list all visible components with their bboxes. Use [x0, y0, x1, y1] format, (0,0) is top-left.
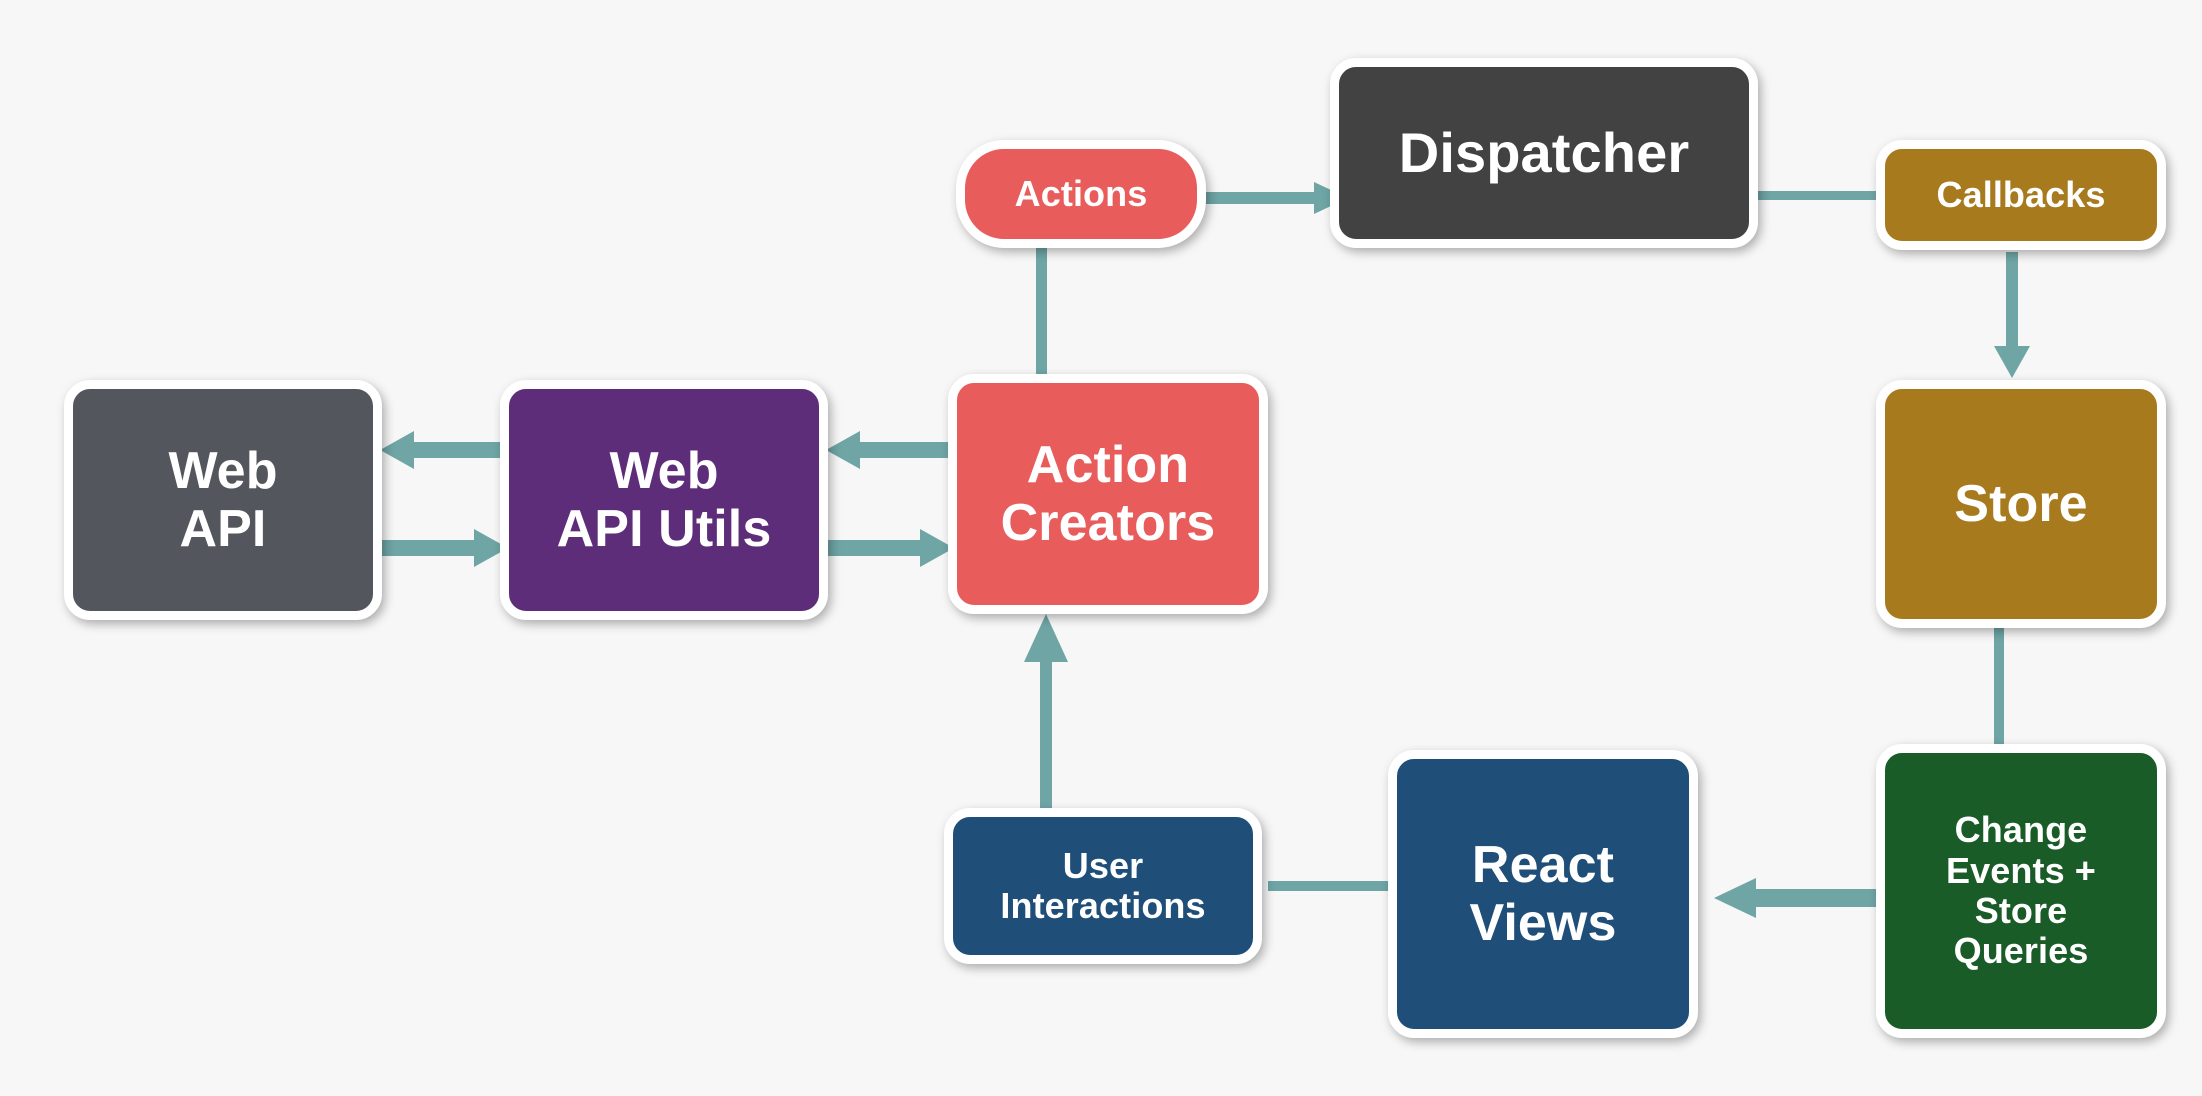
node-change-events-store-queries-label: Change Events + Store Queries — [1946, 809, 2096, 972]
connector-change-events-to-react-views — [1708, 868, 1876, 928]
node-store[interactable]: Store — [1876, 380, 2166, 628]
node-react-views[interactable]: React Views — [1388, 750, 1698, 1038]
node-store-label: Store — [1954, 474, 2088, 533]
connector-store-to-change-events — [1990, 628, 2014, 748]
node-user-interactions-label: User Interactions — [1000, 844, 1206, 926]
node-web-api[interactable]: Web API — [64, 380, 382, 620]
node-callbacks-label: Callbacks — [1936, 173, 2106, 215]
node-action-creators-label: Action Creators — [1000, 435, 1216, 552]
node-web-api-utils-label: Web API Utils — [556, 441, 772, 558]
connector-actions-to-action-creators — [1032, 248, 1056, 384]
node-user-interactions[interactable]: User Interactions — [944, 808, 1262, 964]
node-change-events-store-queries[interactable]: Change Events + Store Queries — [1876, 744, 2166, 1038]
node-dispatcher[interactable]: Dispatcher — [1330, 58, 1758, 248]
node-dispatcher-label: Dispatcher — [1398, 120, 1690, 184]
node-action-creators[interactable]: Action Creators — [948, 374, 1268, 614]
connector-actions-to-dispatcher — [1202, 178, 1352, 218]
node-actions[interactable]: Actions — [956, 140, 1206, 248]
node-react-views-label: React Views — [1469, 835, 1617, 952]
node-web-api-label: Web API — [168, 441, 278, 558]
connector-web-api-utils-to-action-creators — [824, 524, 956, 572]
connector-react-views-to-user-interactions — [1268, 880, 1394, 892]
connector-action-creators-to-web-api-utils — [824, 426, 956, 474]
node-actions-label: Actions — [1014, 172, 1148, 214]
connector-web-api-utils-to-web-api — [378, 426, 510, 474]
connector-dispatcher-to-callbacks — [1758, 190, 1886, 202]
connector-callbacks-to-store — [1990, 252, 2034, 382]
connector-user-interactions-to-action-creators — [1020, 614, 1072, 810]
node-web-api-utils[interactable]: Web API Utils — [500, 380, 828, 620]
connector-web-api-to-web-api-utils — [378, 524, 510, 572]
node-callbacks[interactable]: Callbacks — [1876, 140, 2166, 250]
